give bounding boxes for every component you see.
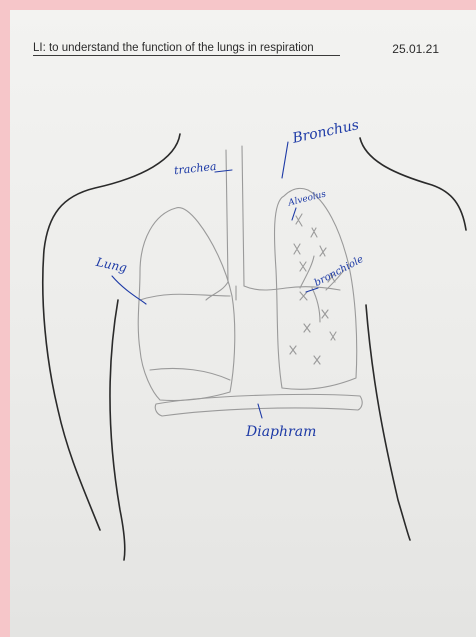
left-arm-line [110, 300, 125, 560]
label-pointers [112, 142, 318, 418]
right-shoulder-line [360, 138, 466, 230]
left-lung-lobe-line [150, 368, 230, 380]
left-lung-sketch [138, 208, 235, 401]
bronchus-pointer [282, 142, 288, 178]
diaphragm-pointer [258, 404, 262, 418]
lung-pointer [112, 276, 146, 304]
alveolus-pointer [292, 208, 296, 220]
trachea-sketch [226, 146, 244, 286]
torso-outline [43, 134, 466, 560]
trachea-pointer [215, 170, 232, 172]
left-lung-fissure [140, 294, 230, 300]
label-diaphragm: Diaphram [246, 424, 316, 440]
right-arm-line [366, 305, 410, 540]
bronchi-sketch [206, 282, 286, 300]
left-shoulder-line [43, 134, 180, 530]
